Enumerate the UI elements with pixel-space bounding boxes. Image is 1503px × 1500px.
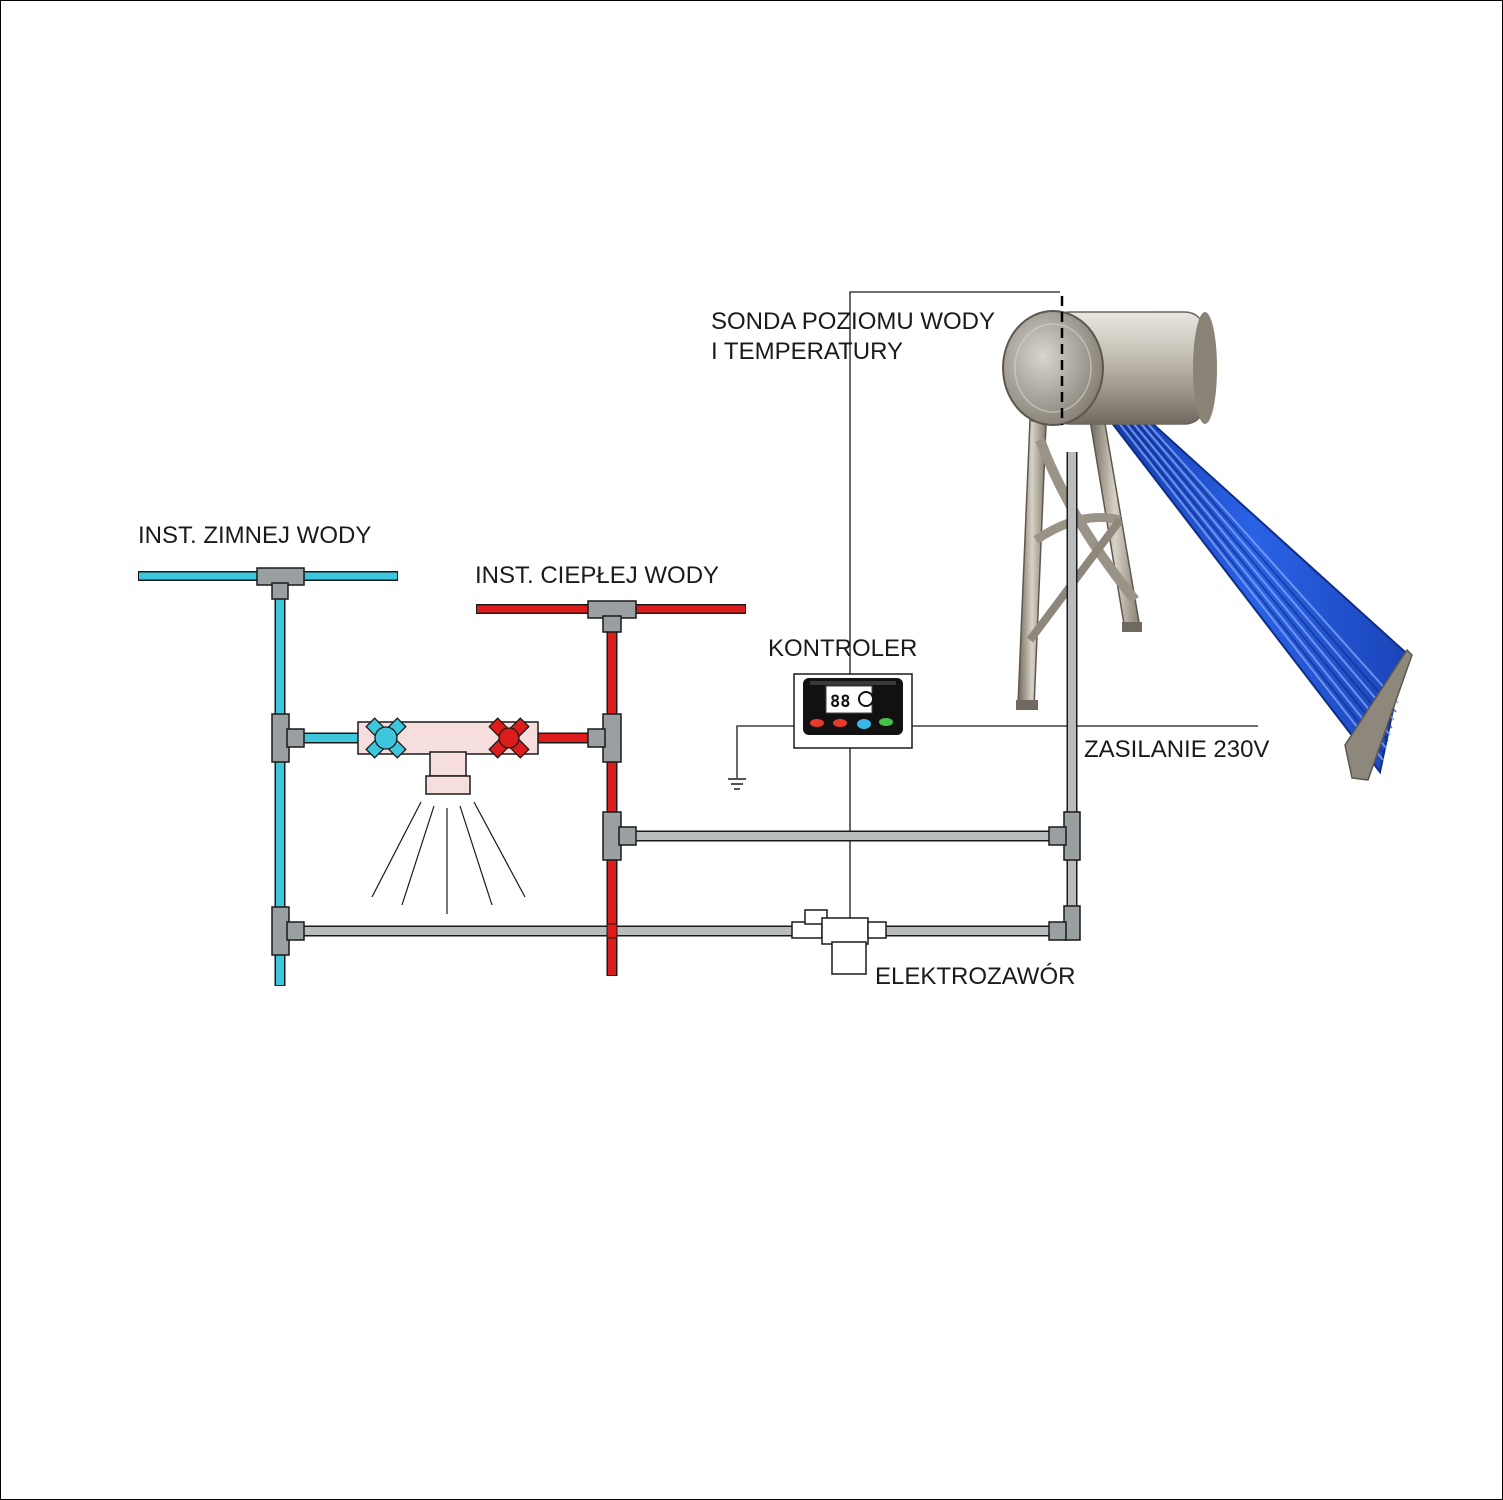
controller-icon: 88 — [793, 673, 913, 749]
water-spray — [371, 801, 526, 914]
solar-collector-icon — [1002, 310, 1413, 781]
cold-tap-icon — [365, 717, 407, 759]
controller-display: 88 — [830, 692, 850, 712]
ground-icon — [728, 778, 746, 790]
solenoid-valve-icon — [791, 909, 887, 975]
pipe-fittings — [256, 567, 1081, 956]
probe-label-line1: SONDA POZIOMU WODY — [711, 308, 995, 335]
solenoid-valve-label: ELEKTROZAWÓR — [875, 963, 1075, 990]
hot-tap-icon — [488, 717, 530, 759]
power-supply-label: ZASILANIE 230V — [1084, 736, 1269, 763]
shower-head-icon — [425, 775, 471, 795]
hot-installation-label: INST. CIEPŁEJ WODY — [475, 562, 719, 589]
cold-water-pipes — [138, 571, 398, 986]
hot-water-pipes — [476, 604, 746, 976]
cold-installation-label: INST. ZIMNEJ WODY — [138, 522, 371, 549]
probe-label-line2: I TEMPERATURY — [711, 338, 903, 365]
control-wires — [736, 291, 1258, 922]
controller-label: KONTROLER — [768, 635, 917, 662]
solar-loop-pipes — [290, 452, 1078, 937]
